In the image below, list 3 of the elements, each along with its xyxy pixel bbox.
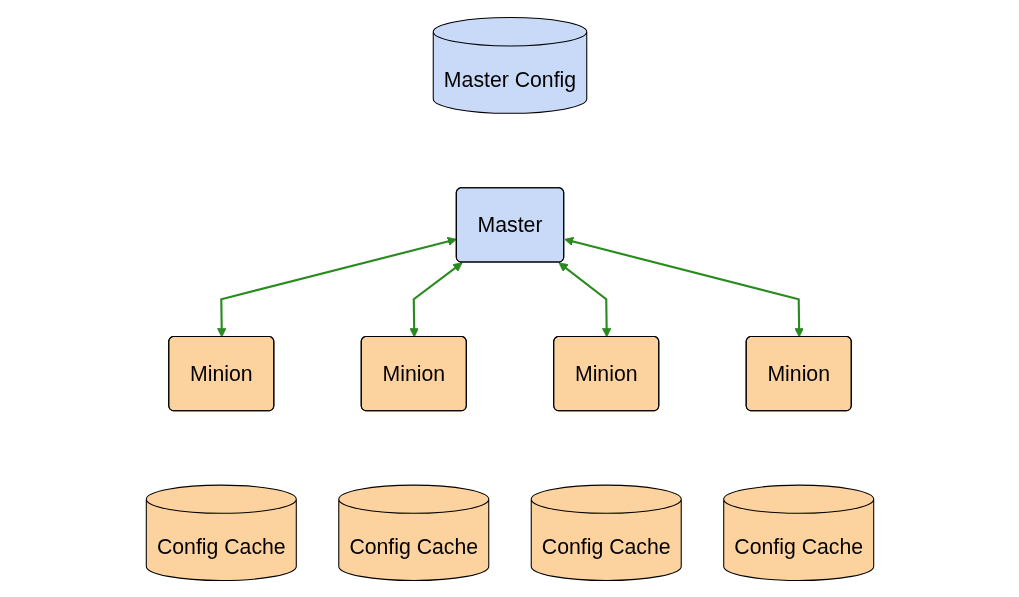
arrow: [409, 261, 462, 337]
arrow: [558, 261, 611, 337]
arrow: [563, 236, 804, 337]
